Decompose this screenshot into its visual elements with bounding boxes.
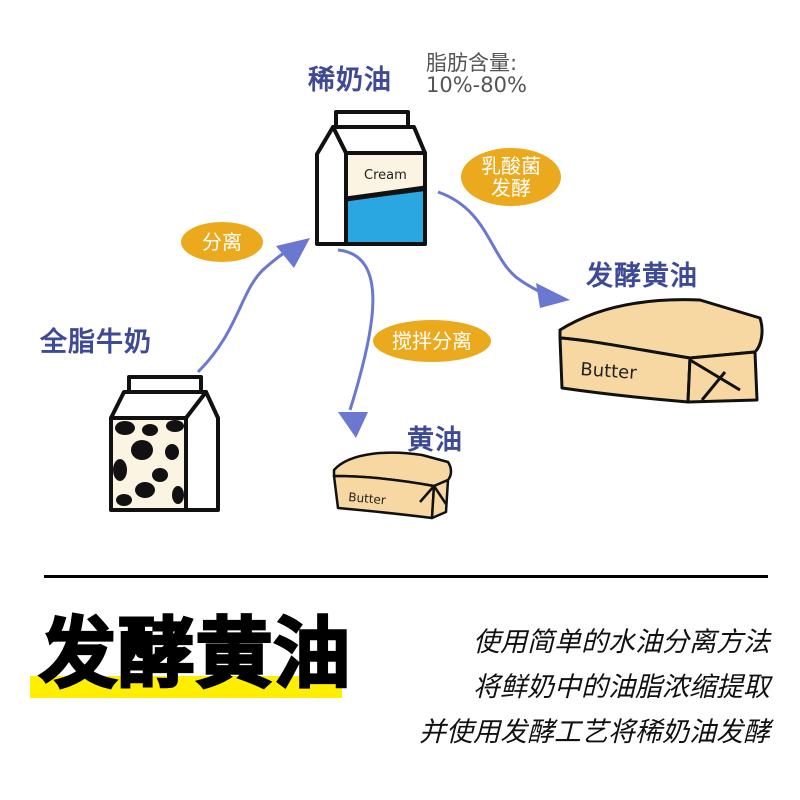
butter-label: 黄油	[407, 425, 463, 456]
description-line-2: 将鲜奶中的油脂浓缩提取	[473, 672, 770, 703]
fat-content-title: 脂肪含量:	[426, 51, 518, 75]
whole-milk-label: 全脂牛奶	[40, 327, 152, 358]
description-line-3: 并使用发酵工艺将稀奶油发酵	[419, 717, 770, 748]
description-line-1: 使用简单的水油分离方法	[473, 627, 770, 658]
arrow-churn	[337, 248, 375, 411]
step-separate-badge: 分离	[181, 222, 263, 262]
milk-carton-icon	[109, 375, 220, 512]
step-ferment-line1: 乳酸菌	[481, 154, 541, 178]
cultured-butter-block-icon	[558, 298, 764, 404]
arrow-churn-head-icon	[338, 412, 368, 438]
arrow-ferment	[437, 190, 549, 298]
section-divider	[44, 575, 768, 578]
arrow-separate-head-icon	[276, 238, 310, 268]
step-ferment-badge: 乳酸菌 发酵	[461, 148, 561, 206]
title-highlight	[30, 676, 342, 698]
arrow-separate	[196, 242, 301, 374]
cow-spots	[113, 420, 184, 506]
step-churn-badge: 搅拌分离	[373, 320, 491, 362]
step-ferment-line2: 发酵	[491, 176, 531, 200]
cream-carton-label: Cream	[364, 168, 407, 183]
cultured-butter-pack-label: Butter	[580, 359, 638, 384]
butter-block-icon	[332, 451, 453, 520]
fat-content-range: 10%-80%	[426, 73, 527, 97]
arrow-ferment-head-icon	[536, 283, 570, 308]
cultured-butter-label: 发酵黄油	[586, 261, 698, 292]
footer-title: 发酵黄油	[39, 608, 352, 699]
butter-pack-label: Butter	[348, 490, 387, 507]
cream-carton-icon	[315, 110, 427, 246]
cream-label: 稀奶油	[308, 65, 392, 96]
fat-content-note: 脂肪含量: 10%-80%	[426, 52, 527, 96]
